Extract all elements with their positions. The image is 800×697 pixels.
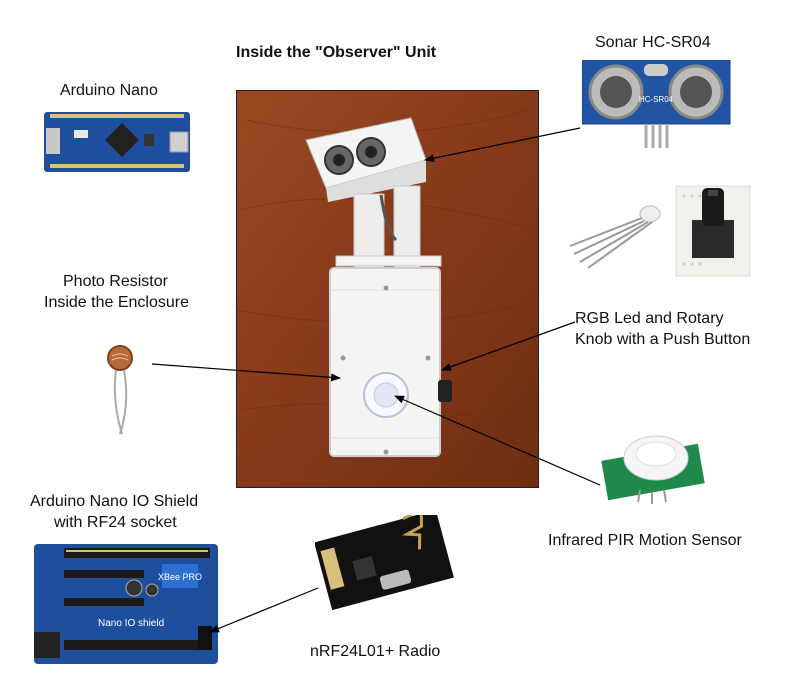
pir-sensor — [601, 435, 705, 504]
label-nrf24-radio: nRF24L01+ Radio — [310, 643, 441, 660]
label-sonar: Sonar HC-SR04 — [595, 34, 711, 51]
label-photo-resistor-line1: Photo Resistor — [63, 273, 168, 290]
label-io-shield-line1: Arduino Nano IO Shield — [30, 493, 199, 510]
label-rgb-led-line2: Knob with a Push Button — [575, 331, 751, 348]
enclosure-box — [329, 267, 452, 457]
label-rgb-led-line1: RGB Led and Rotary — [575, 310, 724, 327]
rgb-led-and-knob — [569, 185, 751, 277]
shield-brand-text: XBee PRO — [158, 572, 202, 582]
observer-unit-photo — [236, 90, 539, 488]
photo-resistor — [107, 345, 133, 435]
sonar-model-text: HC-SR04 — [639, 95, 674, 104]
shield-name-text: Nano IO shield — [98, 618, 164, 629]
diagram-title: Inside the "Observer" Unit — [236, 44, 437, 61]
arduino-nano-board — [44, 112, 190, 172]
label-photo-resistor-line2: Inside the Enclosure — [44, 294, 189, 311]
sonar-head — [305, 117, 427, 202]
label-arduino-nano: Arduino Nano — [60, 82, 158, 99]
arrow-io-shield — [209, 587, 319, 633]
nrf24-radio-module — [315, 515, 454, 611]
label-pir-sensor: Infrared PIR Motion Sensor — [548, 532, 742, 549]
sonar-module: HC-SR04 — [582, 60, 731, 148]
label-io-shield-line2: with RF24 socket — [54, 514, 177, 531]
io-shield-board: XBee PRO Nano IO shield — [34, 544, 218, 664]
